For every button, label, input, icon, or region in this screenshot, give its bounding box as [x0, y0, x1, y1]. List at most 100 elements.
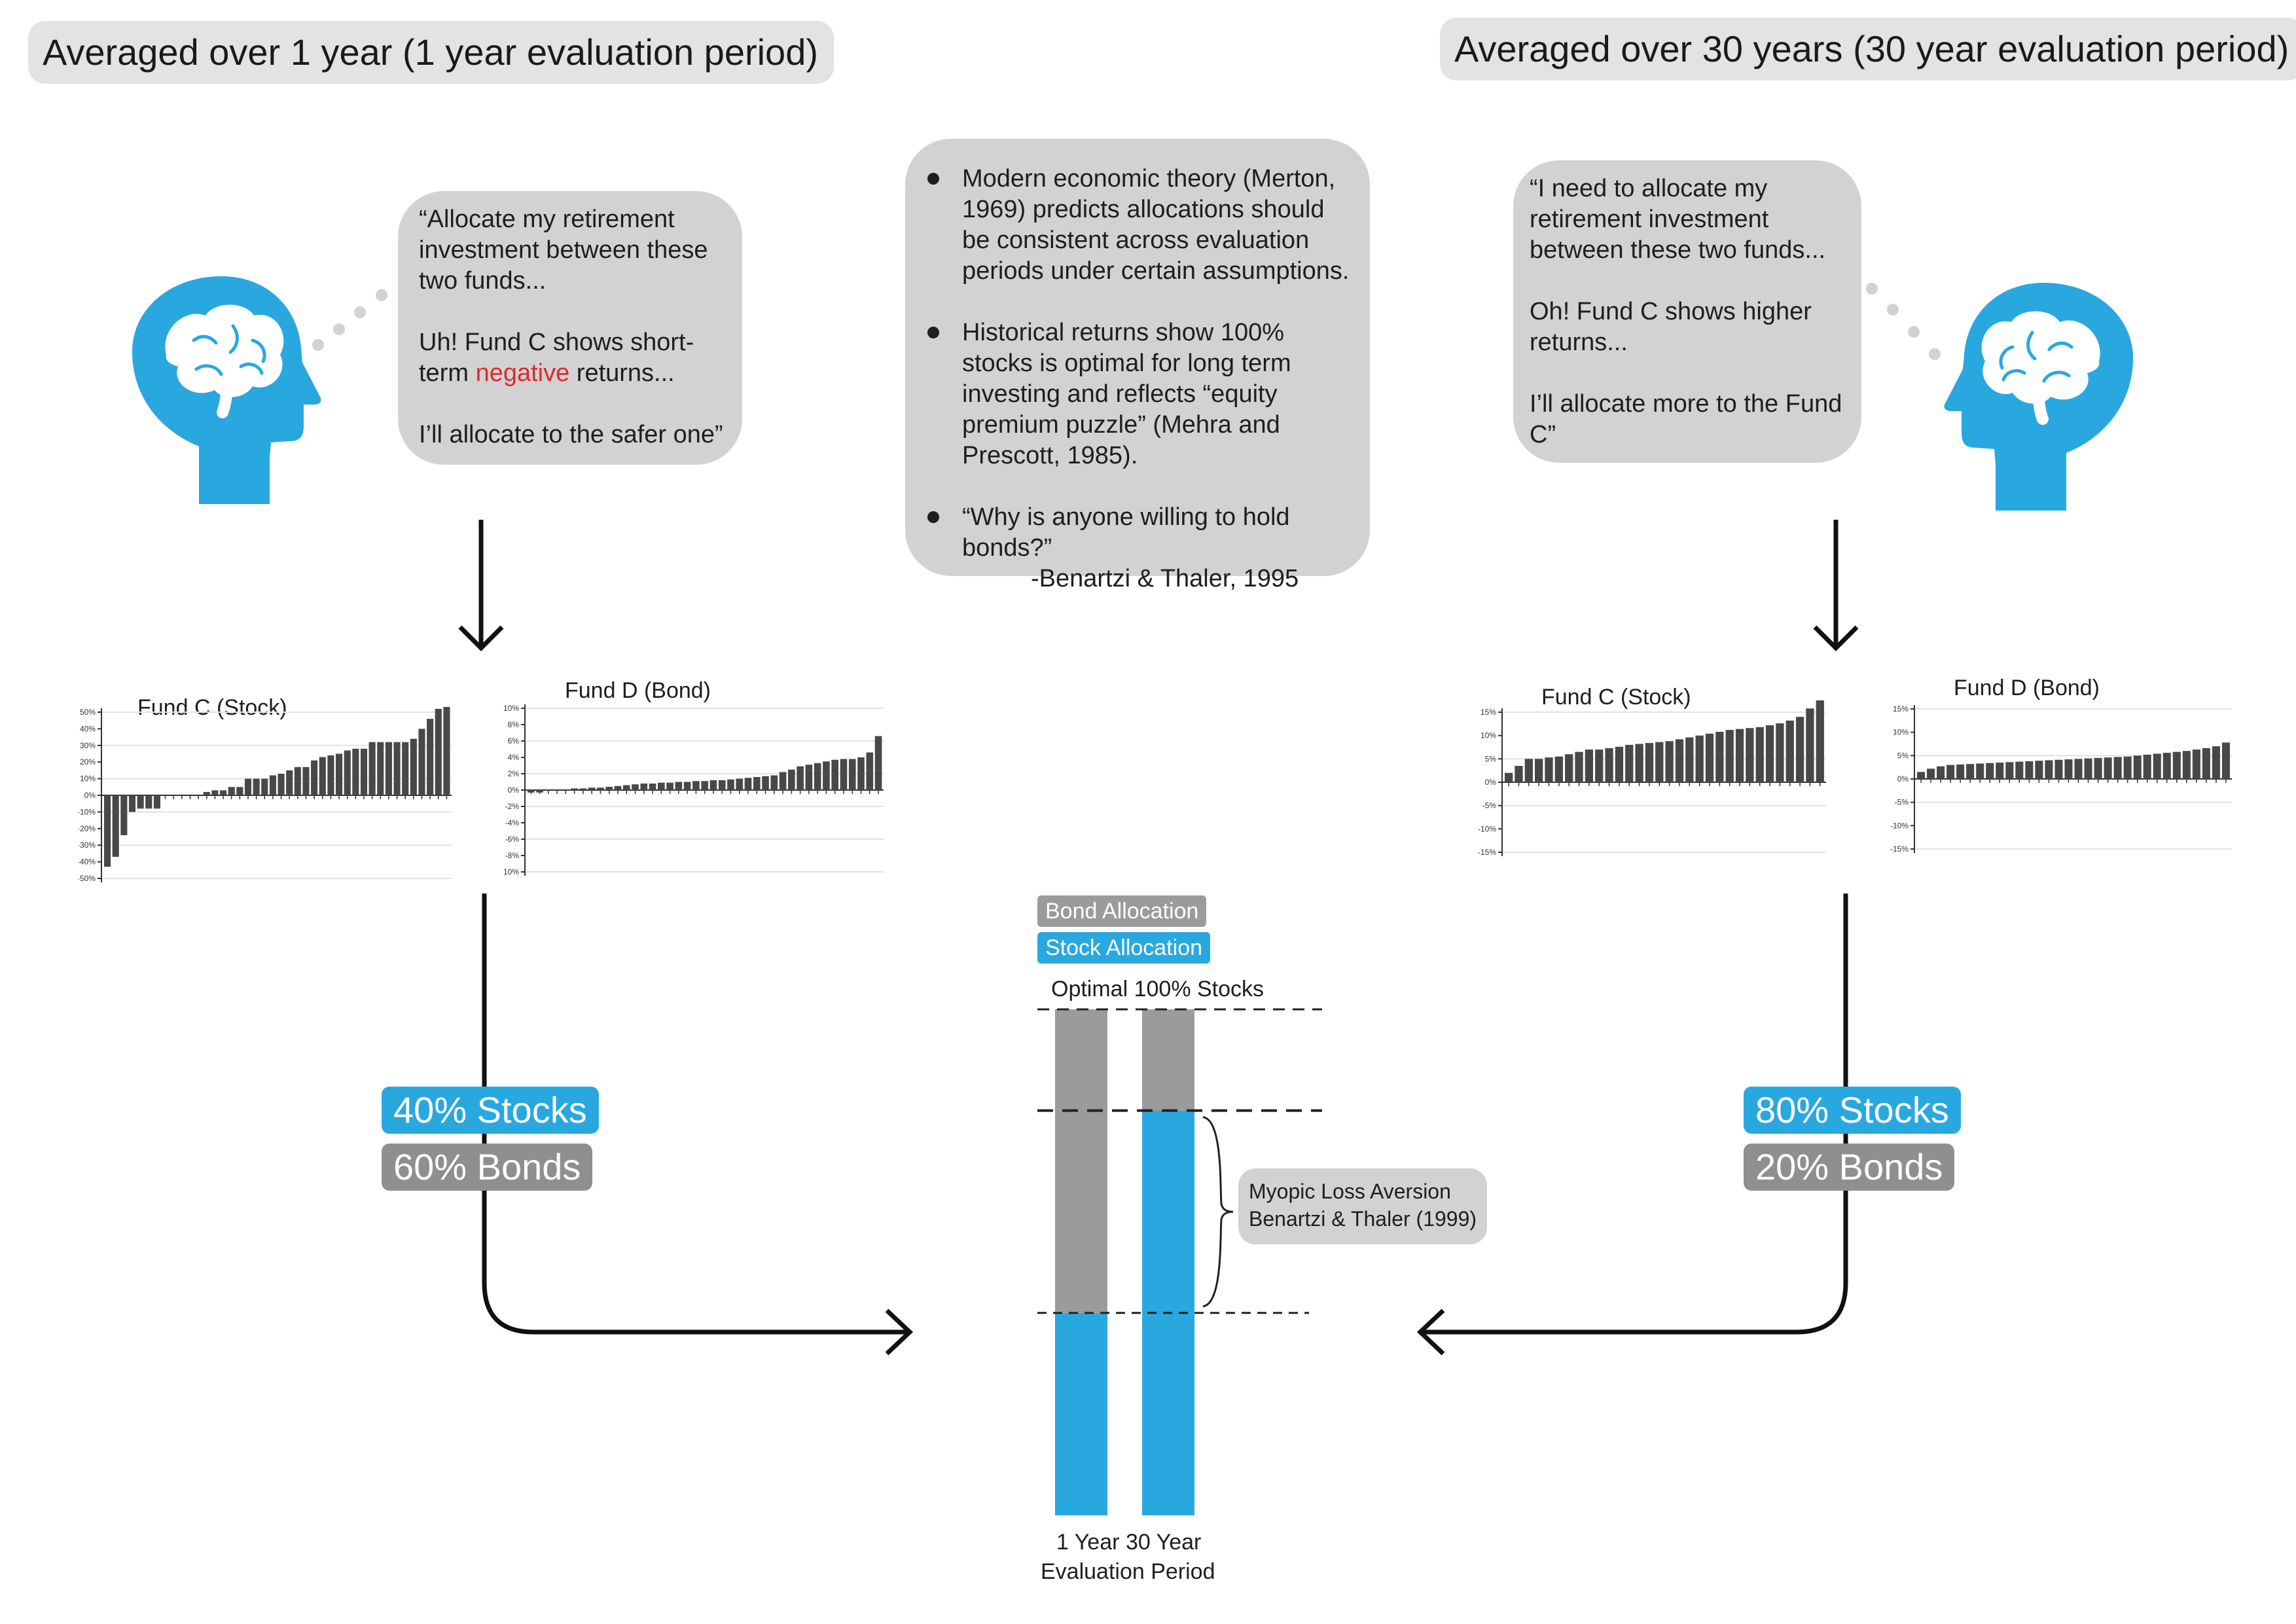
y-tick-label: 10%: [80, 774, 96, 784]
bar: [1746, 728, 1754, 782]
bar: [1524, 759, 1533, 782]
bar: [203, 791, 210, 795]
bar: [211, 790, 219, 795]
theory-bullet-3-quote: “Why is anyone willing to hold bonds?”: [962, 503, 1290, 562]
bar: [1505, 772, 1513, 782]
legend-stock-allocation: Stock Allocation: [1037, 932, 1211, 964]
theory-bullet-3: “Why is anyone willing to hold bonds?”-B…: [920, 502, 1355, 594]
bar: [2143, 754, 2151, 779]
mla-line1: Myopic Loss Aversion: [1249, 1180, 1451, 1203]
y-tick-label: 40%: [80, 724, 96, 733]
bar: [666, 782, 673, 790]
bar: [571, 788, 578, 790]
bar: [753, 777, 761, 790]
bar: [649, 784, 656, 790]
bar: [1515, 766, 1523, 782]
bar: [2094, 757, 2102, 779]
y-tick-label: 50%: [80, 708, 96, 717]
bar: [2212, 746, 2220, 779]
bar: [1966, 764, 1975, 779]
bar: [692, 781, 700, 790]
bar: [278, 773, 285, 795]
bar: [597, 787, 604, 790]
bar: [814, 763, 821, 790]
left-stocks-tag: 40% Stocks: [382, 1087, 599, 1134]
bar: [2045, 760, 2053, 779]
bar: [1715, 731, 1724, 782]
bar: [294, 767, 301, 795]
bar: [640, 784, 648, 790]
bar: [2192, 749, 2200, 779]
right-bubble-line2: Oh! Fund C shows higher returns...: [1530, 298, 1812, 356]
right-bubble-line3: I’ll allocate more to the Fund C”: [1530, 390, 1842, 448]
bar: [632, 784, 639, 790]
y-tick-label: 0%: [1897, 774, 1909, 784]
bar: [302, 767, 310, 795]
fund-c-stock-1yr-chart: 50%40%30%20%10%0%-10%-20%-30%-40%-50%: [79, 707, 452, 883]
bar: [762, 776, 769, 790]
optimal-stocks-label: Optimal 100% Stocks: [1051, 977, 1265, 1001]
left-bubble-line3: I’ll allocate to the safer one”: [419, 421, 723, 448]
y-tick-label: -50%: [79, 874, 96, 883]
y-tick-label: -10%: [1890, 821, 1909, 830]
bar: [2113, 757, 2122, 779]
bar: [112, 795, 119, 857]
bar: [1806, 708, 1814, 782]
bar: [2133, 755, 2142, 779]
bar: [137, 795, 144, 809]
bar: [120, 795, 128, 835]
bar: [1785, 720, 1794, 782]
bar: [797, 766, 804, 790]
bar: [2221, 742, 2230, 779]
left-bubble-line2: Uh! Fund C shows short-term negative ret…: [419, 327, 729, 389]
bar: [104, 795, 111, 867]
bar: [2153, 753, 2161, 779]
bar: [1675, 739, 1684, 782]
bar: [1755, 727, 1764, 782]
bar: [286, 770, 293, 795]
bar: [385, 742, 392, 795]
chart-title-right-bond: Fund D (Bond): [1954, 676, 2100, 700]
bar: [1996, 763, 2004, 779]
y-tick-label: 2%: [508, 769, 520, 778]
bar: [579, 788, 587, 790]
bar: [1917, 772, 1926, 779]
bar: [1765, 725, 1774, 782]
right-stocks-tag: 80% Stocks: [1744, 1087, 1961, 1134]
curly-brace-icon: [1202, 1116, 1234, 1308]
y-tick-label: 15%: [1893, 704, 1909, 713]
bar: [2064, 759, 2073, 779]
bar: [1545, 757, 1553, 782]
bar: [1665, 741, 1674, 782]
bar: [352, 748, 359, 795]
chart-title-left-stock: Fund C (Stock): [137, 695, 287, 720]
bar: [840, 759, 848, 790]
bar: [2035, 761, 2043, 779]
bar: [402, 742, 409, 795]
chart-title-left-bond: Fund D (Bond): [565, 678, 711, 703]
bar: [418, 729, 425, 795]
bar: [874, 736, 882, 790]
bar: [1976, 763, 1984, 779]
header-right: Averaged over 30 years (30 year evaluati…: [1440, 18, 2296, 81]
y-tick-label: -2%: [505, 802, 520, 811]
y-tick-label: 0%: [84, 791, 96, 800]
bar: [866, 752, 874, 790]
bar: [605, 787, 613, 790]
thought-dots-icon: [1866, 283, 1941, 360]
bar: [410, 738, 417, 795]
bar: [658, 782, 665, 790]
bar: [360, 748, 368, 795]
bar: [2104, 757, 2112, 779]
bar: [1554, 756, 1563, 782]
bar: [1986, 763, 1994, 779]
bar: [1615, 746, 1624, 782]
stock-allocation-bar: [1055, 1312, 1107, 1515]
bar: [327, 755, 334, 795]
bar: [377, 742, 384, 795]
bar: [2162, 753, 2171, 779]
bar: [1816, 700, 1824, 782]
y-tick-label: 0%: [1485, 778, 1497, 787]
bar: [823, 761, 830, 790]
bar: [1956, 764, 1965, 779]
